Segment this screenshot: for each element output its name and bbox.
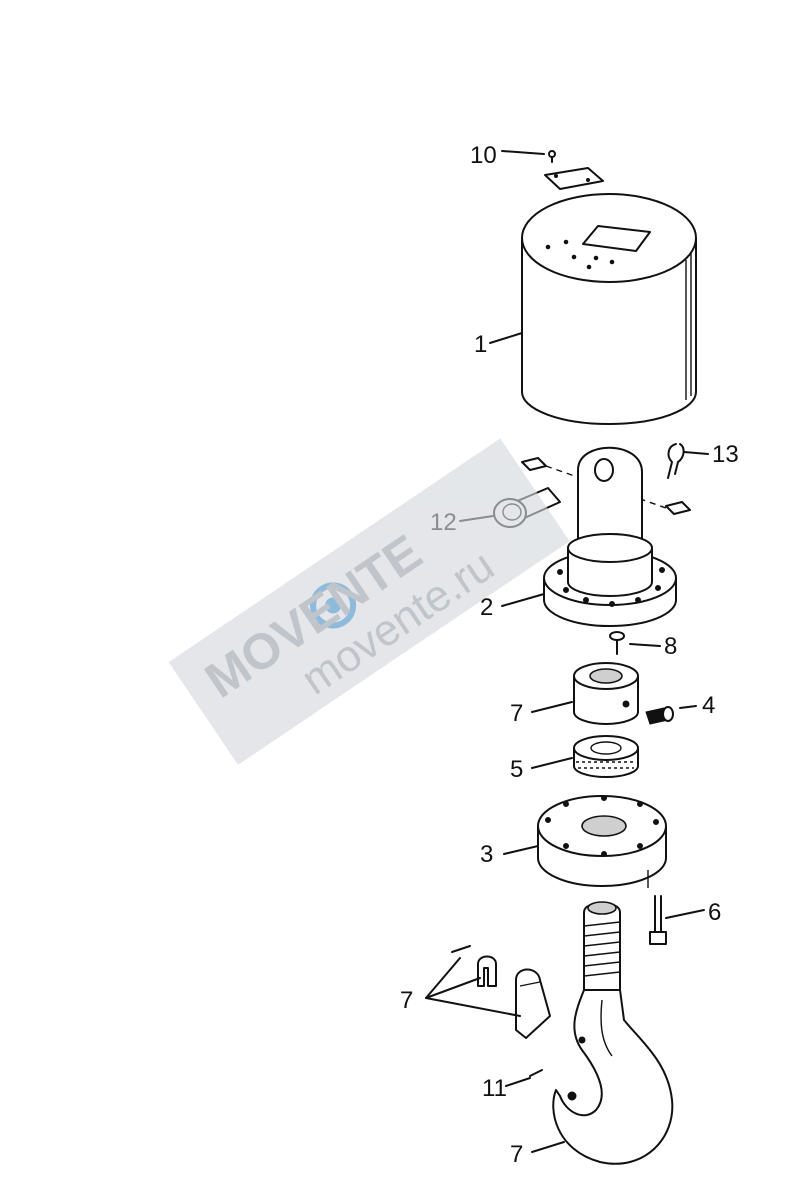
part-7-nut: [573, 662, 639, 725]
callout-8: 8: [664, 633, 677, 660]
callout-5: 5: [510, 756, 523, 783]
callout-6: 6: [708, 899, 721, 926]
part-7-safety-latch: [425, 945, 551, 1039]
part-13-cotter-pin: [667, 443, 685, 479]
part-4-set-screw: [645, 706, 674, 725]
watermark-logo-ring-icon: [310, 582, 357, 629]
callout-13: 13: [712, 441, 739, 468]
part-11-split-pin: [529, 1069, 543, 1077]
callout-4: 4: [702, 692, 715, 719]
callout-11: 11: [482, 1075, 507, 1102]
callout-7-hook: 7: [510, 1141, 523, 1168]
part-3-lower-block: [537, 795, 667, 888]
part-10-cover-plate: [544, 150, 604, 190]
part-1-housing: [521, 193, 697, 425]
part-6-bolt: [649, 895, 667, 945]
callout-3: 3: [480, 841, 493, 868]
callout-labels: 10 1 13 12 2 8 7 4 5 3 6 7 11 7: [400, 142, 739, 1168]
part-8-screw: [609, 631, 625, 655]
callout-1: 1: [474, 331, 487, 358]
callout-7-nut: 7: [510, 700, 523, 727]
callout-7-latch: 7: [400, 987, 413, 1014]
part-7-hook: [552, 901, 674, 1165]
part-5-thrust-bearing: [573, 735, 639, 778]
part-2-flange: [543, 533, 677, 627]
callout-2: 2: [480, 594, 493, 621]
callout-10: 10: [470, 142, 497, 169]
